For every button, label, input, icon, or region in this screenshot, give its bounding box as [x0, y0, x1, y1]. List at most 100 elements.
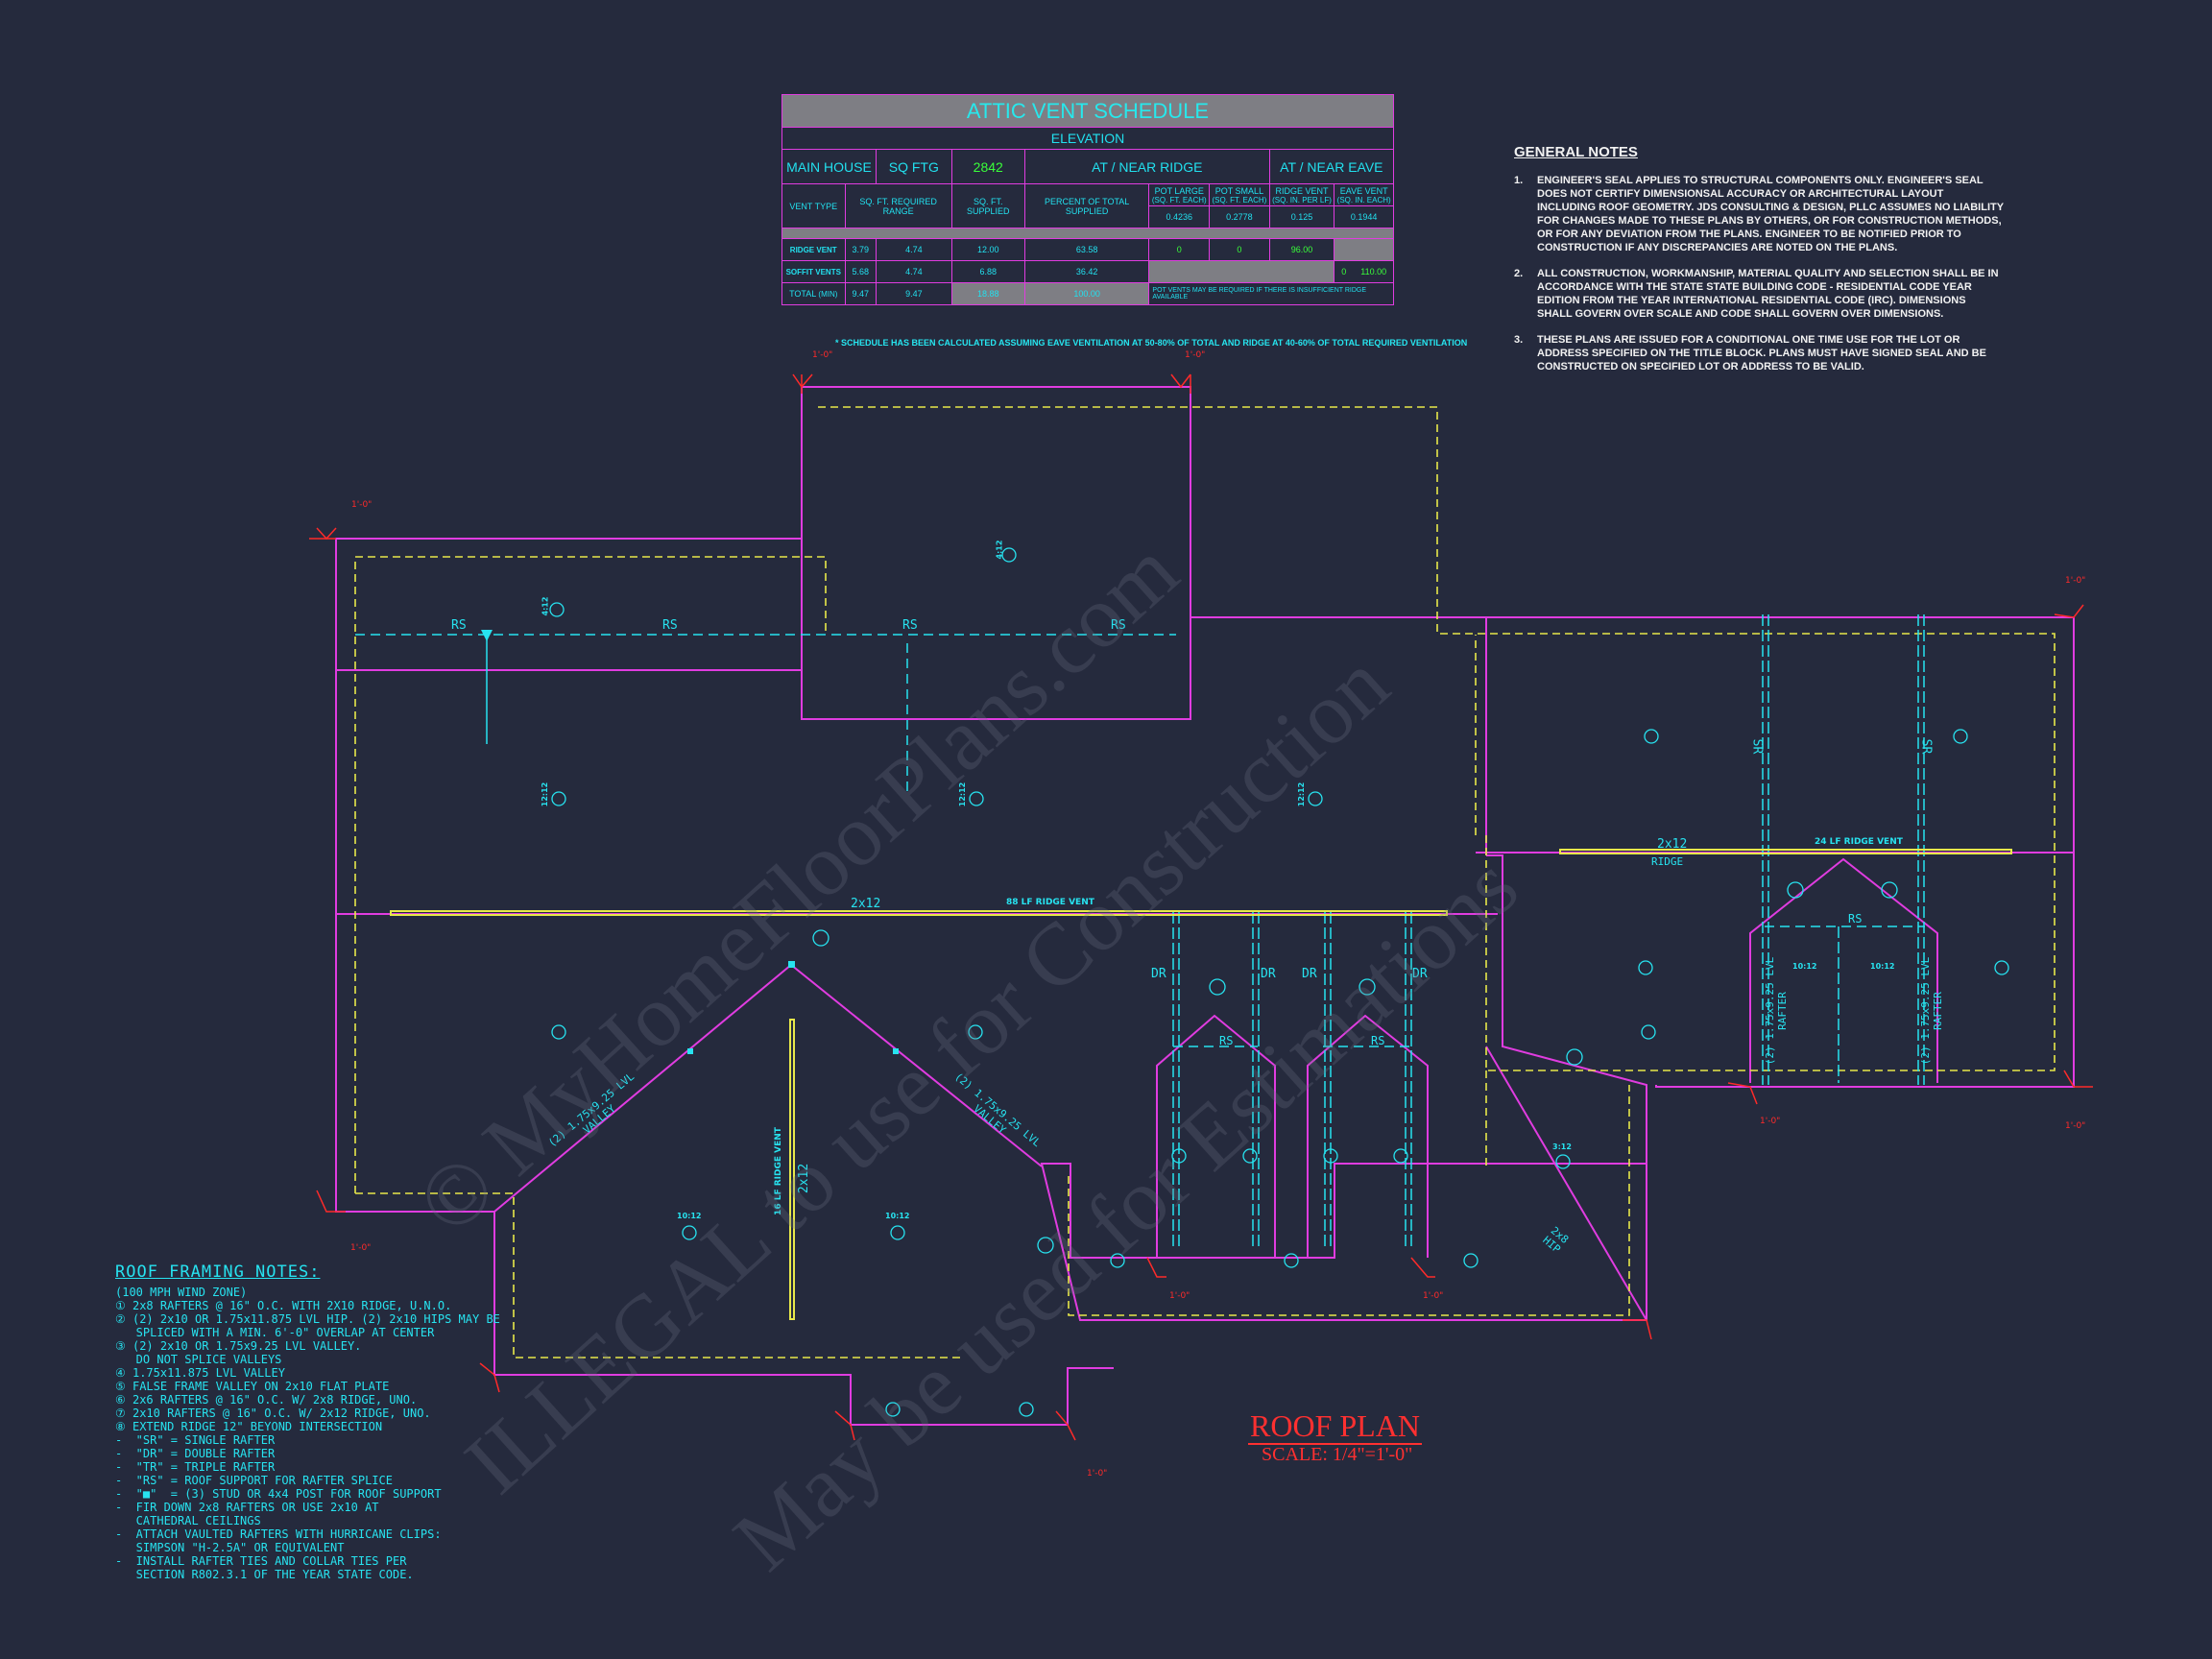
vent-type-header: VENT TYPE [781, 183, 846, 228]
framing-note-line: SIMPSON "H-2.5A" OR EQUIVALENT [115, 1541, 345, 1554]
ridge-vent-24-label: 24 LF RIDGE VENT [1815, 837, 1903, 847]
roof-framing-notes: ROOF FRAMING NOTES: (100 MPH WIND ZONE)①… [115, 1262, 500, 1581]
rs-label-2: RS [662, 618, 678, 633]
dr-label-3: DR [1302, 967, 1317, 981]
pitch-markers [549, 547, 2009, 1417]
supplied-header: SQ. FT. SUPPLIED [950, 183, 1025, 228]
framing-notes-list: (100 MPH WIND ZONE)① 2x8 RAFTERS @ 16" O… [115, 1286, 500, 1581]
total-note: POT VENTS MAY BE REQUIRED IF THERE IS IN… [1148, 282, 1394, 305]
total-label-text: TOTAL [789, 289, 816, 299]
framing-note-line: ⑦ 2x10 RAFTERS @ 16" O.C. W/ 2x12 RIDGE,… [115, 1407, 431, 1420]
posts [687, 961, 899, 1054]
row-ridge-pot-small: 0 [1209, 238, 1270, 261]
row-soffit-label: SOFFIT VENTS [781, 260, 846, 283]
pot-small-label: POT SMALL [1214, 185, 1264, 196]
pitch-label-4: 4:12 [541, 596, 550, 616]
eave-vent-header: EAVE VENT(SQ. IN. EACH) [1334, 183, 1394, 206]
total-max: 9.47 [875, 282, 952, 305]
row-soffit-percent: 36.42 [1023, 260, 1150, 283]
overhang-label-5: 1'-0" [350, 1243, 372, 1253]
sq-ftg-label: SQ FTG [875, 149, 952, 184]
row-ridge-max: 4.74 [875, 238, 952, 261]
pitch-label-1: 12:12 [541, 781, 550, 807]
sq-ftg-value: 2842 [950, 149, 1025, 184]
pitch-label-2: 12:12 [958, 781, 968, 807]
ridge-vent-label: RIDGE VENT [1275, 185, 1329, 196]
eave-lines [354, 406, 2056, 1358]
ridge-2x12-vertical: 2x12 [797, 1163, 812, 1194]
rafter-lvl-label-1: (2) 1.75x9.25 LVL RAFTER [1764, 956, 1789, 1066]
overhang-label-1: 1'-0" [351, 500, 373, 510]
framing-note-line: - INSTALL RAFTER TIES AND COLLAR TIES PE… [115, 1554, 407, 1568]
pot-small-sub: (SQ. FT. EACH) [1212, 195, 1267, 204]
note-number: 1. [1514, 175, 1524, 186]
overhang-label-9: 1'-0" [1423, 1291, 1444, 1301]
pot-small-value: 0.2778 [1209, 205, 1270, 228]
eave-vent-sub: (SQ. IN. EACH) [1336, 195, 1391, 204]
drawing-title-block: ROOF PLAN SCALE: 1/4"=1'-0" [1248, 1408, 1422, 1466]
overhang-label-8: 1'-0" [1169, 1291, 1190, 1301]
pitch-label-5: 4:12 [995, 540, 1004, 560]
ridge-vent-header: RIDGE VENT(SQ. IN. PER LF) [1268, 183, 1335, 206]
rafter-lvl-label-2: (2) 1.75x9.25 LVL RAFTER [1919, 956, 1944, 1066]
framing-note-line: - "RS" = ROOF SUPPORT FOR RAFTER SPLICE [115, 1474, 393, 1487]
framing-note-line: - FIR DOWN 2x8 RAFTERS OR USE 2x10 AT [115, 1501, 379, 1514]
percent-header: PERCENT OF TOTAL SUPPLIED [1023, 183, 1150, 228]
sr-label-1: SR [1749, 738, 1765, 755]
overhang-label-7: 1'-0" [1760, 1117, 1781, 1126]
schedule-divider [781, 228, 1394, 239]
roof-supports [355, 634, 1925, 1047]
row-ridge-supplied: 12.00 [950, 238, 1025, 261]
total-min: 9.47 [844, 282, 877, 305]
pot-large-header: POT LARGE(SQ. FT. EACH) [1148, 183, 1211, 206]
eave-vent-value: 0.1944 [1334, 205, 1394, 228]
note-number: 2. [1514, 268, 1524, 279]
dimension-marks [309, 373, 2093, 1441]
overhang-label-4: 1'-0" [2065, 576, 2086, 586]
general-notes: GENERAL NOTES 1. ENGINEER'S SEAL APPLIES … [1514, 144, 2004, 386]
note-text: ENGINEER'S SEAL APPLIES TO STRUCTURAL CO… [1537, 175, 2004, 253]
general-notes-title: GENERAL NOTES [1514, 144, 1638, 160]
required-range-header: SQ. FT. REQUIRED RANGE [844, 183, 952, 228]
rs-dormer-1: RS [1219, 1034, 1234, 1047]
overhang-label-6: 1'-0" [2065, 1121, 2086, 1131]
note-text: THESE PLANS ARE ISSUED FOR A CONDITIONAL… [1537, 334, 1986, 373]
row-soffit-min: 5.68 [844, 260, 877, 283]
at-near-eave: AT / NEAR EAVE [1268, 149, 1395, 184]
pitch-label-3: 12:12 [1297, 781, 1307, 807]
schedule-footnote: * SCHEDULE HAS BEEN CALCULATED ASSUMING … [835, 338, 1468, 348]
row-soffit-eave-value: 0 [1341, 267, 1347, 276]
row-ridge-ridge: 96.00 [1268, 238, 1335, 261]
row-ridge-min: 3.79 [844, 238, 877, 261]
dr-label-2: DR [1261, 967, 1276, 981]
framing-note-line: - "■" = (3) STUD OR 4x4 POST FOR ROOF SU… [115, 1487, 442, 1501]
general-note-3: 3. THESE PLANS ARE ISSUED FOR A CONDITION… [1514, 333, 2004, 373]
ridge-vent-value: 0.125 [1268, 205, 1335, 228]
row-soffit-cont-value: 110.00 [1360, 267, 1387, 276]
row-soffit-blank [1148, 260, 1335, 283]
framing-note-line: - ATTACH VAULTED RAFTERS WITH HURRICANE … [115, 1527, 442, 1541]
at-near-ridge: AT / NEAR RIDGE [1023, 149, 1270, 184]
total-supplied: 18.88 [950, 282, 1025, 305]
ridge-vents [390, 849, 2012, 1320]
pitch-label-6: 10:12 [677, 1212, 702, 1220]
framing-note-line: ③ (2) 2x10 OR 1.75x9.25 LVL VALLEY. [115, 1339, 362, 1353]
pot-small-header: POT SMALL(SQ. FT. EACH) [1209, 183, 1270, 206]
ridge-2x12-label: 2x12 [851, 897, 881, 911]
pot-large-value: 0.4236 [1148, 205, 1211, 228]
note-number: 3. [1514, 334, 1524, 346]
row-ridge-pot-large: 0 [1148, 238, 1211, 261]
row-soffit-supplied: 6.88 [950, 260, 1025, 283]
pitch-label-10: 10:12 [1870, 962, 1895, 971]
framing-note-line: - "DR" = DOUBLE RAFTER [115, 1447, 276, 1460]
drawing-scale: SCALE: 1/4"=1'-0" [1262, 1444, 1413, 1465]
dr-label-1: DR [1151, 967, 1166, 981]
row-ridge-percent: 63.58 [1023, 238, 1150, 261]
ridge-label-right: RIDGE [1651, 855, 1684, 868]
total-label: TOTAL (MIN) [781, 282, 846, 305]
framing-note-line: ① 2x8 RAFTERS @ 16" O.C. WITH 2X10 RIDGE… [115, 1299, 452, 1312]
rs-dormer-2: RS [1371, 1034, 1385, 1047]
schedule-title: ATTIC VENT SCHEDULE [781, 94, 1394, 128]
roof-outline [335, 386, 2075, 1426]
